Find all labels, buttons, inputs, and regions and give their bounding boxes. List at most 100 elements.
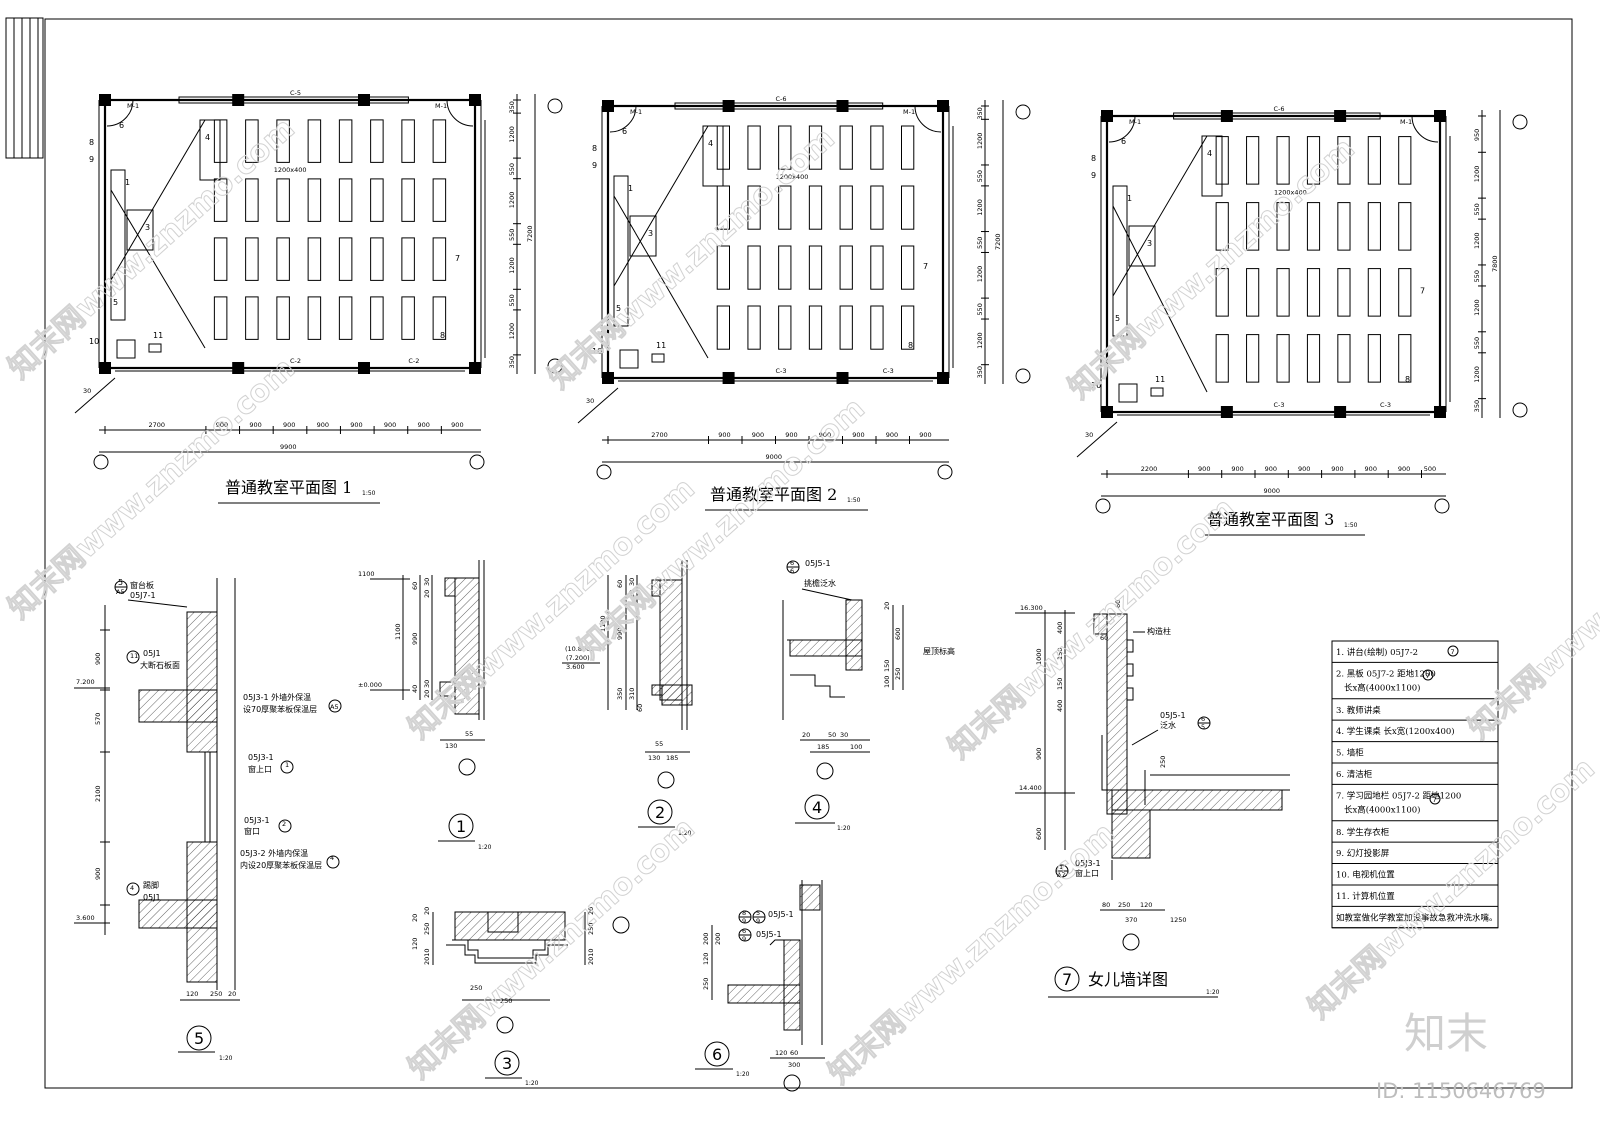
furniture-tag: 4 [1207,149,1212,158]
column [99,94,111,106]
student-desk [401,237,415,281]
column [722,372,735,384]
d6-number-circle [704,1041,730,1067]
furniture-tag: 6 [1121,137,1126,146]
d4-dim-0: 20 [883,602,891,610]
column [1334,110,1347,122]
legend-item: 9. 幻灯投影屏 [1336,848,1390,859]
d3-dim-4: 2010 [423,948,431,965]
legend-table: 1. 讲台(绘制) 05J7-22. 黑板 05J7-2 距地1200长x高(4… [1331,640,1499,929]
d4-dim-3: 150 [883,660,891,672]
d4-label-b: 屋顶标高 [923,646,955,656]
student-desk [245,296,259,340]
d6-circle-5: 9 [742,935,746,943]
brand-logo: 知末 [1404,1009,1488,1058]
d2-dim-3: 1100 [599,615,607,632]
legend-item: 8. 学生存衣柜 [1336,827,1390,838]
dim-right-value: 550 [1473,270,1481,282]
column [232,362,245,374]
d4-dim-9: 20 [802,731,810,739]
d7-dim-0: 60 [1114,600,1122,608]
teacher-desk [126,209,154,251]
title-strip [5,17,44,159]
column [469,362,481,374]
student-desk [1367,202,1381,251]
column [602,372,614,384]
furniture-tag: 4 [205,133,210,142]
d5-note-0: 窗台板 [130,580,154,590]
d3-dim-7: 2010 [587,948,595,965]
student-desk [778,125,792,170]
door-swing-a [609,105,637,133]
dim-bottom-value: 900 [752,431,764,439]
d5-note-9: 窗口 [244,826,260,836]
dim-bottom-value: 900 [451,421,463,429]
student-desk [307,237,322,281]
legend-item: 5. 墙柜 [1336,748,1364,759]
d4-label-a: 挑檐泛水 [804,578,836,588]
image-id: ID: 1150646769 [1376,1079,1546,1103]
d3-dim-0: 250 [423,923,431,935]
d2-number-circle [647,799,673,825]
furniture-tag: 11 [1155,375,1165,384]
d7-circle-0: 6 [1201,715,1205,723]
door-label-b: M-1 [903,108,915,116]
d7-label-a: 构造柱 [1147,626,1171,636]
furniture-tag: 3 [648,229,653,238]
door-swing-a [1108,115,1136,143]
teacher-desk [1128,225,1156,267]
d5-circle-9: 4 [330,854,334,862]
furniture-tag: 10 [592,347,602,356]
d7-elev-b: 14.400 [1019,784,1042,792]
dim-bottom-value: 900 [852,431,864,439]
dim-bottom-value: 2200 [1141,465,1158,473]
d3-dim-6: 20 [587,907,595,915]
column [937,372,949,384]
d6-dim-3: 250 [702,978,710,990]
student-desk [338,119,353,163]
furniture-tag: 9 [1091,171,1096,180]
d5-elev-b: 3.600 [76,914,95,922]
window-bottom-label-b: C-3 [1380,401,1391,409]
student-desk [1215,202,1229,251]
d5-note-1: 05J7-1 [130,591,156,600]
legend-item: 11. 计算机位置 [1336,891,1395,902]
d6-ref-b: 05J5-1 [756,930,782,939]
d7-dim-6: 400 [1056,700,1064,712]
window-bottom-label-a: C-3 [1274,401,1285,409]
furniture-tag: 8 [89,138,94,147]
door-label-b: M-1 [435,102,447,110]
furniture-tag: 9 [89,155,94,164]
student-desk [1215,334,1229,383]
dim-right-value: 1200 [508,323,516,340]
d7-number-circle [1054,966,1080,992]
dim-total-value: 9000 [1264,487,1281,495]
dim-right-value: 550 [508,163,516,175]
furniture-tag: 5 [616,304,621,313]
furniture-tag: 9 [592,161,597,170]
dim-bottom-value: 900 [1398,465,1410,473]
watermark-text: 知末网www.znzmo.com [822,816,1122,1091]
dim-bottom-value: 900 [1198,465,1210,473]
student-desk [1276,268,1290,317]
student-desk [213,178,228,222]
d5-number-circle [186,1025,212,1051]
d5-dim-2: 2100 [94,785,102,802]
d2-dim-1: 30 [628,578,636,586]
student-desk [778,185,792,230]
angle-label: 30 [586,397,594,405]
d5-scale: 1:20 [219,1055,233,1062]
angle-line [1076,421,1118,458]
furniture-tag: 1 [1127,194,1132,203]
d6-dim-5: 60 [790,1049,798,1057]
dim-bottom-value: 900 [785,431,797,439]
d3-dim-8: 250 [470,984,482,992]
d6-circle-1: 9 [742,917,746,925]
furniture-tag: 11 [153,331,163,340]
furniture-tag: 6 [622,127,627,136]
d5-dim-3: 900 [94,868,102,880]
d2-elev-b: (7.200) [566,654,590,662]
d7-number: 7 [1062,970,1072,989]
d4-dim-5: 185 [817,743,829,751]
door-swing-a [106,99,134,127]
